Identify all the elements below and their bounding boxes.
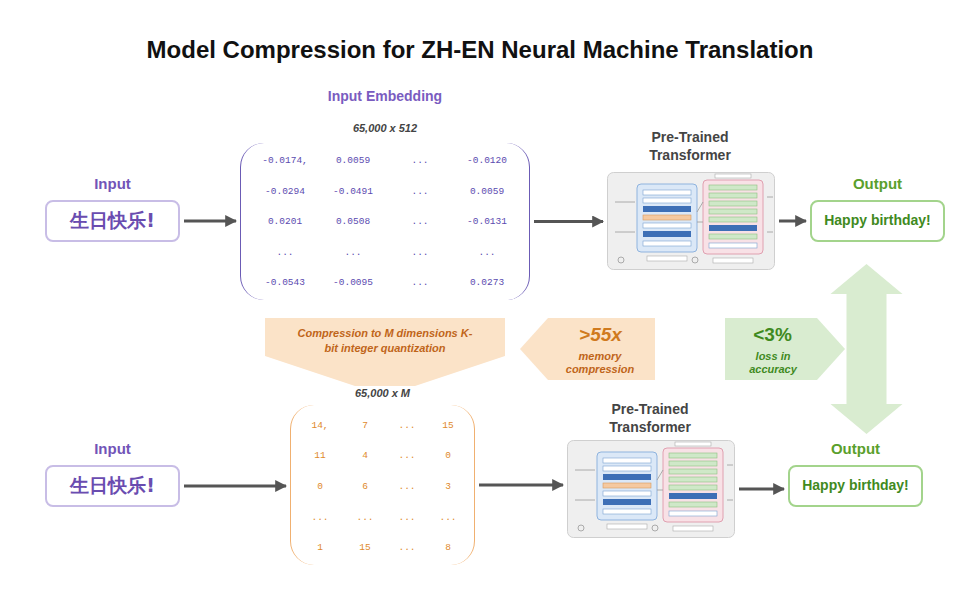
matrix-cell: -0.0294 [253,186,317,197]
flow-arrow [479,484,563,487]
matrix-cell: 0.0059 [321,155,385,166]
compression-band: Compression to M dimensions K-bit intege… [265,318,505,388]
transformer-title: Pre-Trained Transformer [635,128,745,164]
matrix-cell: -0.0491 [321,186,385,197]
shape-fill [520,318,655,380]
matrix-cell: 0 [300,481,340,492]
matrix-cell: 0.0508 [321,216,385,227]
input-text: 生日快乐! [45,208,180,234]
matrix-cell: 3 [428,481,468,492]
matrix-cell: 11 [300,450,340,461]
matrix-cell: ... [253,247,317,258]
output-box: OutputHappy birthday! [805,175,950,247]
flow-arrow [779,220,806,223]
matrix-cell: 7 [345,420,385,431]
matrix-cell: ... [388,216,452,227]
transformer-illustration [567,440,735,538]
matrix-cell: ... [388,247,452,258]
flow-arrow [184,220,236,223]
input-text: 生日快乐! [45,473,180,499]
matrix-cell: 6 [345,481,385,492]
transformer-figure [608,173,775,270]
loss-value: <3% [725,324,820,346]
embedding-matrix: Input Embedding 65,000 x 512 -0.0174, 0.005… [235,88,535,303]
shape-fill [725,318,845,380]
accuracy-arrow: <3% loss in accuracy [725,318,845,380]
matrix-cell: 0 [428,450,468,461]
matrix-cell: 0.0201 [253,216,317,227]
matrix-cell: 0.0273 [455,277,519,288]
matrix-cell: 14, [300,420,340,431]
matrix-cell: 8 [428,542,468,553]
shape-fill [265,318,505,386]
matrix-dimension: 65,000 x 512 [235,122,535,134]
matrix-cell: ... [428,512,468,523]
input-heading: Input [40,175,185,192]
flow-arrow [739,488,784,491]
compression-arrow: >55x memory compression [520,318,655,380]
output-heading: Output [783,440,928,457]
loss-caption: loss in accuracy [737,350,809,376]
diagram-title: Model Compression for ZH-EN Neural Machi… [0,36,960,64]
matrix-cell: ... [388,277,452,288]
output-heading: Output [805,175,950,192]
matrix-cell: -0.0095 [321,277,385,288]
matrix-cell: ... [388,186,452,197]
matrix-cell: 0.0059 [455,186,519,197]
matrix-cell: 15 [345,542,385,553]
matrix-cell: ... [387,542,427,553]
flow-arrow [184,485,286,488]
input-box: Input 生日快乐! [40,175,185,247]
output-text: Happy birthday! [788,477,923,493]
matrix-cell: -0.0120 [455,155,519,166]
matrix-cell: -0.0543 [253,277,317,288]
flow-arrow [534,220,603,223]
matrix-dimension: 65,000 x M [285,387,480,399]
matrix-cell: ... [388,155,452,166]
matrix-cell: ... [387,420,427,431]
transformer-node: Pre-Trained Transformer [560,400,740,540]
matrix-cell: ... [387,512,427,523]
matrix-cell: ... [387,450,427,461]
matrix-cell: ... [345,512,385,523]
figure-slot [607,172,775,270]
transformer-title: Pre-Trained Transformer [595,400,705,436]
output-box: OutputHappy birthday! [783,440,928,512]
matrix-cell: -0.0174, [253,155,317,166]
transformer-node: Pre-Trained Transformer [600,128,780,272]
input-box: Input 生日快乐! [40,440,185,512]
transformer-figure [568,441,735,538]
figure-slot [567,440,735,538]
matrix-cell: 4 [345,450,385,461]
input-heading: Input [40,440,185,457]
matrix-cell: 1 [300,542,340,553]
output-text: Happy birthday! [810,212,945,228]
matrix-cell: ... [300,512,340,523]
matrix-cell: -0.0131 [455,216,519,227]
matrix-cell: 15 [428,420,468,431]
ratio-value: >55x [548,324,653,346]
quantized-matrix: 65,000 x M14,7...15114...006...3........… [285,385,480,570]
matrix-cell: ... [455,247,519,258]
ratio-caption: memory compression [555,350,645,376]
matrix-cell: ... [321,247,385,258]
matrix-cell: ... [387,481,427,492]
transformer-illustration [607,172,775,270]
matrix-heading: Input Embedding [235,88,535,104]
band-text: Compression to M dimensions K-bit intege… [292,326,478,356]
